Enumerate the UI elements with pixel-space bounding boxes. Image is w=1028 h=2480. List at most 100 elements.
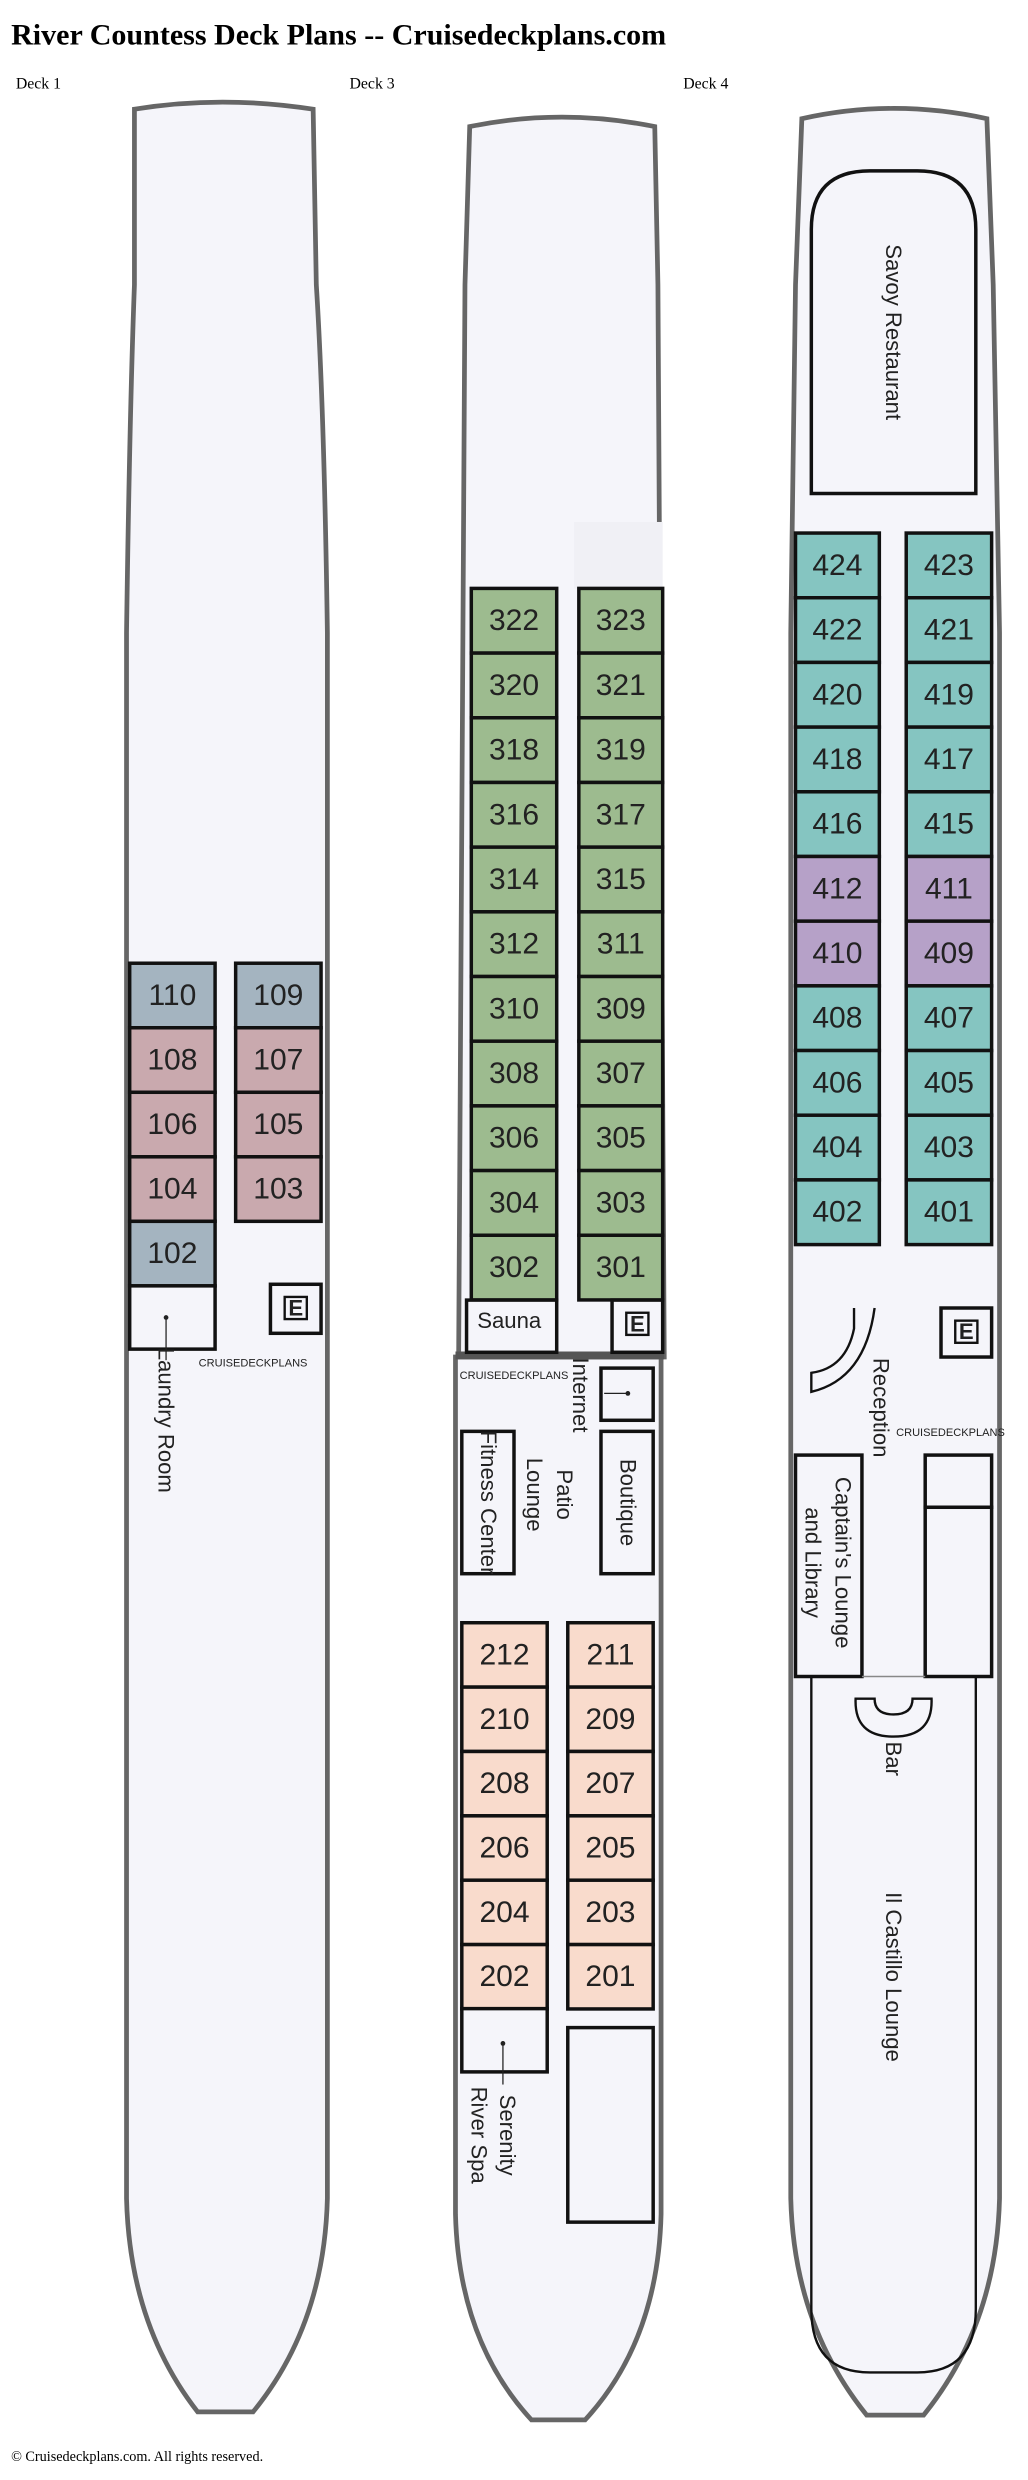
cabin-314[interactable]: 314 xyxy=(469,845,559,914)
cabin-205[interactable]: 205 xyxy=(566,1814,655,1882)
cabin-202[interactable]: 202 xyxy=(460,1942,549,2011)
cabin-403[interactable]: 403 xyxy=(904,1113,994,1182)
cabin-108[interactable]: 108 xyxy=(127,1026,217,1095)
cabin-number: 411 xyxy=(925,872,973,905)
cabin-box xyxy=(469,1168,559,1237)
cabin-211[interactable]: 211 xyxy=(566,1620,655,1689)
cabin-424[interactable]: 424 xyxy=(793,531,882,600)
cabin-419[interactable]: 419 xyxy=(904,660,994,729)
cabin-103[interactable]: 103 xyxy=(233,1155,323,1224)
cabin-416[interactable]: 416 xyxy=(793,790,882,859)
cabin-number: 319 xyxy=(596,734,646,767)
deck1-elevator: E xyxy=(268,1282,323,1336)
cabin-411[interactable]: 411 xyxy=(904,854,994,923)
cabin-415[interactable]: 415 xyxy=(904,790,994,859)
cabin-number: 202 xyxy=(479,1960,529,1993)
cabin-109[interactable]: 109 xyxy=(233,961,323,1030)
cabin-312[interactable]: 312 xyxy=(469,910,559,979)
cabin-box xyxy=(904,1178,994,1247)
cabin-304[interactable]: 304 xyxy=(469,1168,559,1237)
cabin-421[interactable]: 421 xyxy=(904,595,994,665)
cabin-110[interactable]: 110 xyxy=(127,961,217,1030)
cabin-407[interactable]: 407 xyxy=(904,984,994,1053)
cabin-203[interactable]: 203 xyxy=(566,1878,655,1947)
cabin-322[interactable]: 322 xyxy=(469,586,559,655)
cabin-box xyxy=(566,1749,655,1818)
cabin-box xyxy=(469,1233,559,1302)
cabin-number: 104 xyxy=(147,1173,197,1206)
cabin-number: 420 xyxy=(812,678,862,711)
cabin-number: 410 xyxy=(812,937,862,970)
cabin-207[interactable]: 207 xyxy=(566,1749,655,1818)
cabin-204[interactable]: 204 xyxy=(460,1878,549,1947)
cabin-412[interactable]: 412 xyxy=(793,854,882,923)
cabin-number: 209 xyxy=(585,1703,635,1736)
cabin-410[interactable]: 410 xyxy=(793,919,882,988)
cabin-401[interactable]: 401 xyxy=(904,1178,994,1247)
cabin-box xyxy=(566,1620,655,1689)
cabin-number: 203 xyxy=(585,1896,635,1929)
cabin-308[interactable]: 308 xyxy=(469,1039,559,1108)
cabin-315[interactable]: 315 xyxy=(577,845,665,914)
cabin-316[interactable]: 316 xyxy=(469,780,559,849)
cabin-number: 103 xyxy=(253,1173,303,1206)
cabin-318[interactable]: 318 xyxy=(469,716,559,785)
cabin-406[interactable]: 406 xyxy=(793,1048,882,1117)
cabin-105[interactable]: 105 xyxy=(233,1090,323,1159)
cabin-number: 301 xyxy=(596,1251,646,1284)
cabin-320[interactable]: 320 xyxy=(469,651,559,720)
cabin-102[interactable]: 102 xyxy=(127,1219,217,1288)
cabin-408[interactable]: 408 xyxy=(793,984,882,1053)
cabin-420[interactable]: 420 xyxy=(793,660,882,729)
cabin-box xyxy=(233,1026,323,1095)
cabin-309[interactable]: 309 xyxy=(577,974,665,1043)
cabin-number: 405 xyxy=(924,1066,974,1099)
cabin-box xyxy=(233,1155,323,1224)
cabin-417[interactable]: 417 xyxy=(904,725,994,794)
cabin-422[interactable]: 422 xyxy=(793,595,882,665)
cabin-310[interactable]: 310 xyxy=(469,974,559,1043)
cabin-302[interactable]: 302 xyxy=(469,1233,559,1302)
cabin-104[interactable]: 104 xyxy=(127,1155,217,1224)
cabin-311[interactable]: 311 xyxy=(577,910,665,979)
cabin-206[interactable]: 206 xyxy=(460,1814,549,1882)
cabin-210[interactable]: 210 xyxy=(460,1685,549,1754)
laundry-room-label: Laundry Room xyxy=(154,1348,179,1493)
cabin-number: 309 xyxy=(596,992,646,1025)
cabin-319[interactable]: 319 xyxy=(577,716,665,785)
cabin-209[interactable]: 209 xyxy=(566,1685,655,1754)
cabin-303[interactable]: 303 xyxy=(577,1168,665,1237)
cabin-201[interactable]: 201 xyxy=(566,1942,655,2011)
cabin-107[interactable]: 107 xyxy=(233,1026,323,1095)
cabin-301[interactable]: 301 xyxy=(577,1233,665,1302)
cabin-405[interactable]: 405 xyxy=(904,1048,994,1117)
cabin-418[interactable]: 418 xyxy=(793,725,882,794)
cabin-number: 423 xyxy=(924,549,974,582)
cabin-306[interactable]: 306 xyxy=(469,1104,559,1173)
cabin-box xyxy=(793,725,882,794)
cabin-423[interactable]: 423 xyxy=(904,531,994,600)
cabin-number: 417 xyxy=(924,743,974,776)
cabin-305[interactable]: 305 xyxy=(577,1104,665,1173)
cabin-number: 307 xyxy=(596,1057,646,1090)
cabin-212[interactable]: 212 xyxy=(460,1620,549,1689)
cabin-307[interactable]: 307 xyxy=(577,1039,665,1108)
cabin-208[interactable]: 208 xyxy=(460,1749,549,1818)
cabin-404[interactable]: 404 xyxy=(793,1113,882,1182)
deck3-label: Deck 3 xyxy=(350,76,395,93)
cabin-402[interactable]: 402 xyxy=(793,1178,882,1247)
cabin-box xyxy=(127,961,217,1030)
cabin-number: 408 xyxy=(812,1002,862,1035)
cabin-106[interactable]: 106 xyxy=(127,1090,217,1159)
cabin-number: 211 xyxy=(587,1638,635,1671)
cabin-321[interactable]: 321 xyxy=(577,651,665,720)
cabin-317[interactable]: 317 xyxy=(577,780,665,849)
cabin-box xyxy=(793,854,882,923)
cabin-323[interactable]: 323 xyxy=(577,586,665,655)
cabin-number: 312 xyxy=(489,928,539,961)
cabin-409[interactable]: 409 xyxy=(904,919,994,988)
cabin-box xyxy=(904,725,994,794)
captains-lounge-library xyxy=(793,1453,864,1679)
watermark: CRUISEDECKPLANS xyxy=(199,1358,308,1370)
